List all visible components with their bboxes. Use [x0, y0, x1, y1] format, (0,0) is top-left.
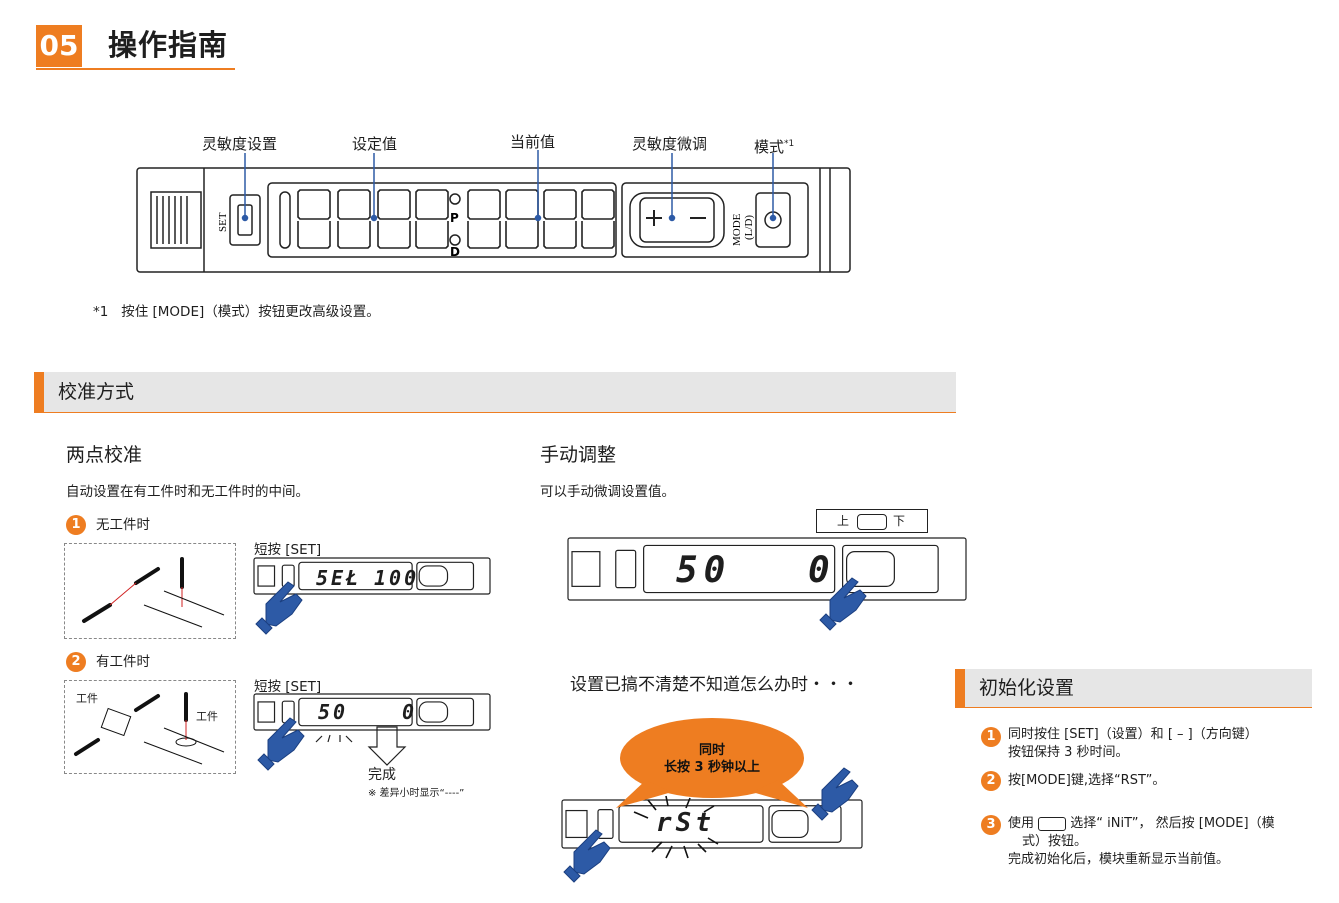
- display-0-text: 0: [402, 700, 415, 724]
- title-underline: [36, 68, 235, 70]
- label-fine-tune: 灵敏度微调: [632, 135, 708, 153]
- display-100-text: 100: [374, 566, 420, 590]
- manual-display-0: 0: [808, 550, 830, 591]
- difference-note: ※ 差异小时显示“----”: [368, 788, 465, 799]
- sensor-illustration-1: [82, 557, 225, 628]
- step-badge-2: 2: [66, 652, 86, 672]
- calibration-title: 校准方式: [58, 381, 135, 403]
- step-label-with-workpiece: 有工件时: [96, 654, 150, 670]
- init-step-2: 按[MODE]键,选择“RST”。: [1008, 773, 1166, 788]
- direction-key-icon: [857, 514, 887, 530]
- set-key-text: SET: [217, 212, 229, 232]
- label-set-value: 设定值: [352, 135, 398, 153]
- mode-key-sub: (L/D): [743, 215, 755, 240]
- manual-desc: 可以手动微调设置值。: [540, 484, 675, 500]
- workpiece-label-a: 工件: [76, 692, 98, 705]
- display-50-text: 50: [318, 700, 349, 724]
- done-label: 完成: [368, 767, 396, 783]
- init-step-3: 使用 选择“ iNiT”， 然后按 [MODE]（模 式）按钮。 完成初始化后，…: [1008, 816, 1275, 867]
- workpiece-label-b: 工件: [196, 710, 218, 723]
- label-mode: 模式*1: [754, 138, 795, 156]
- manual-title: 手动调整: [540, 444, 617, 466]
- d-label: D: [450, 245, 460, 259]
- mode-key-text: MODE: [731, 213, 743, 246]
- two-point-desc: 自动设置在有工件时和无工件时的中间。: [66, 484, 309, 500]
- label-current-value: 当前值: [510, 133, 556, 151]
- step-label-no-workpiece: 无工件时: [96, 517, 150, 533]
- action-press-set-1: 短按 [SET]: [254, 542, 322, 558]
- page-title: 操作指南: [108, 28, 229, 62]
- init-badge-2: 2: [981, 771, 1001, 791]
- sensor-illustration-2: [74, 692, 225, 765]
- illustration-no-workpiece: [64, 543, 236, 639]
- label-sensitivity: 灵敏度设置: [202, 135, 278, 153]
- init-title: 初始化设置: [979, 677, 1075, 699]
- display-set-text: 5EŁ: [316, 566, 362, 590]
- p-label: P: [450, 211, 459, 225]
- init-section-bar: 初始化设置: [955, 669, 1312, 708]
- manual-display-50: 50: [676, 550, 732, 591]
- action-press-set-2: 短按 [SET]: [254, 679, 322, 695]
- step-badge-1: 1: [66, 515, 86, 535]
- bubble-text: 同时 长按 3 秒钟以上: [663, 743, 761, 775]
- init-badge-1: 1: [981, 727, 1001, 747]
- up-down-legend: 上 下: [816, 509, 928, 533]
- section-number: 05: [36, 25, 82, 67]
- init-badge-3: 3: [981, 815, 1001, 835]
- init-step-1: 同时按住 [SET]（设置）和 [ – ]（方向键） 按钮保持 3 秒时间。: [1008, 727, 1258, 760]
- two-point-title: 两点校准: [66, 444, 143, 466]
- direction-key-icon: [1038, 816, 1067, 831]
- illustration-with-workpiece: [64, 680, 236, 774]
- footnote: *1 按住 [MODE]（模式）按钮更改高级设置。: [93, 304, 380, 320]
- calibration-section-bar: 校准方式: [34, 372, 956, 413]
- reset-prompt: 设置已搞不清楚不知道怎么办时・・・: [570, 675, 859, 695]
- reset-display-text: rSt: [656, 808, 715, 838]
